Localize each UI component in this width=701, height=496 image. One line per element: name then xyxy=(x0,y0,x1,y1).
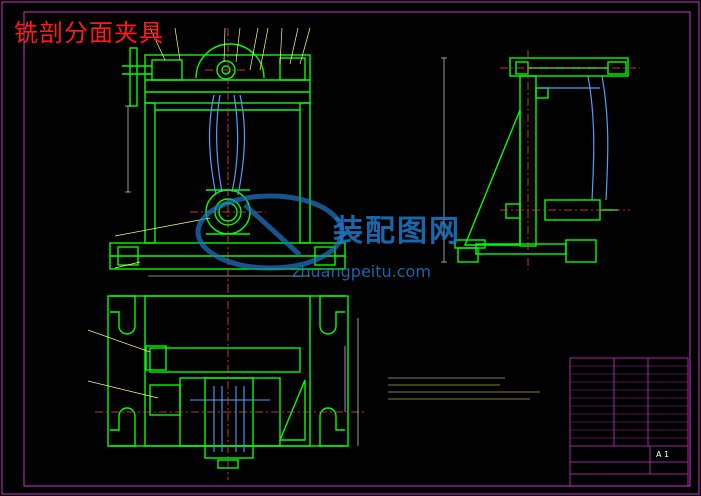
watermark-url: zhuangpeitu.com xyxy=(292,262,431,281)
front-view-leaders xyxy=(114,27,311,269)
title-block-sheet-size: A 1 xyxy=(656,450,670,459)
technical-requirements xyxy=(388,377,540,400)
watermark-logo xyxy=(195,193,345,271)
title-block-rows xyxy=(570,365,688,439)
front-view-centerlines xyxy=(190,28,266,285)
top-view-leaders xyxy=(87,329,159,399)
front-view-workpiece xyxy=(208,94,246,196)
sheet-inner-border xyxy=(23,11,691,487)
side-view-hidden xyxy=(540,75,609,201)
watermark-brand: 装配图网 xyxy=(333,214,461,249)
front-view-dimensions xyxy=(125,105,310,277)
top-view-hidden xyxy=(190,386,270,452)
side-view-centerlines xyxy=(500,50,640,270)
drawing-title: 铣剖分面夹具 xyxy=(14,19,164,47)
top-view-dimensions xyxy=(344,318,359,446)
front-view xyxy=(109,43,346,270)
top-view-centerlines xyxy=(95,285,365,480)
side-view-dimensions xyxy=(441,57,447,263)
